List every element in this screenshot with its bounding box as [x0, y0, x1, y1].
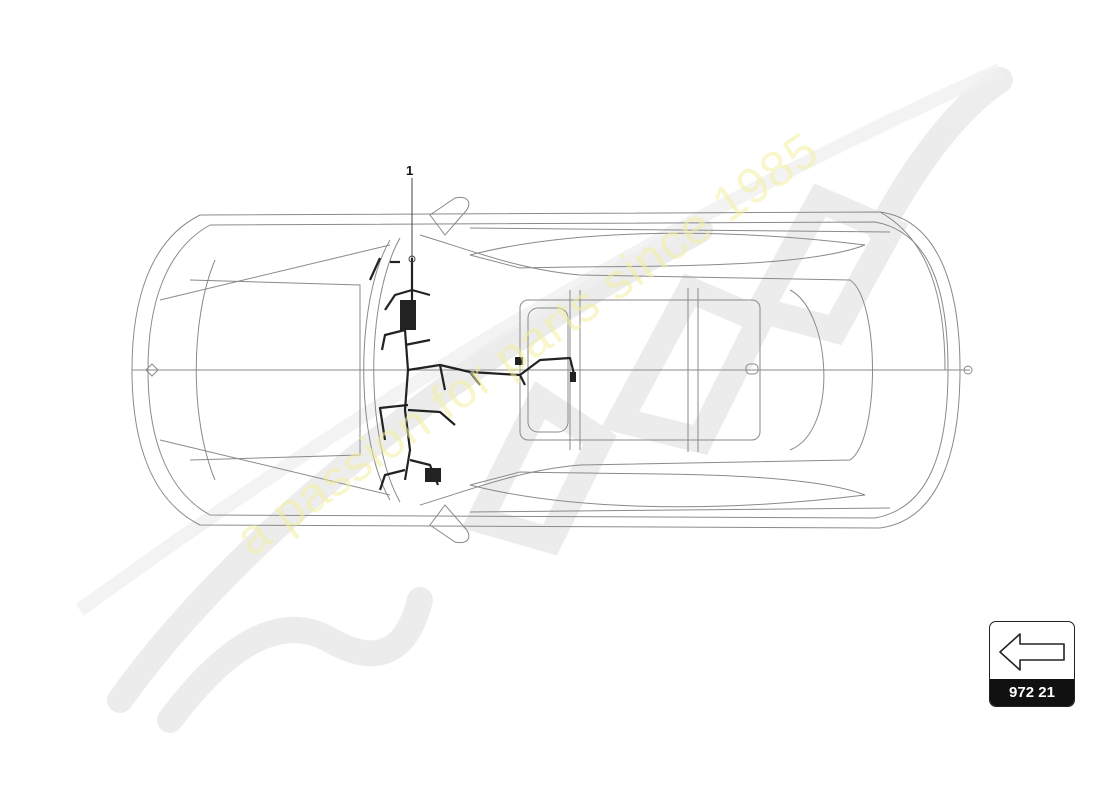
reference-number: 972 21: [990, 679, 1074, 706]
reference-badge[interactable]: 972 21: [989, 621, 1075, 707]
callout-1[interactable]: 1: [406, 163, 414, 178]
arrow-left-icon: [999, 633, 1065, 671]
